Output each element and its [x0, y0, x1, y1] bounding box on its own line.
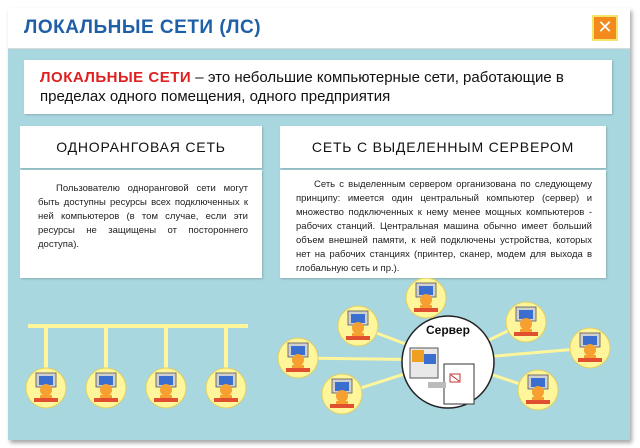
workstation-icon	[145, 367, 187, 409]
close-icon: ✕	[597, 17, 613, 38]
workstation-icon	[337, 305, 379, 347]
title-bar: ЛОКАЛЬНЫЕ СЕТИ (ЛС) ✕	[8, 8, 630, 49]
server-network-heading[interactable]: СЕТЬ С ВЫДЕЛЕННЫМ СЕРВЕРОМ	[280, 126, 606, 168]
server-network-description: Сеть с выделенным сервером организована …	[280, 170, 606, 278]
peer-to-peer-heading[interactable]: ОДНОРАНГОВАЯ СЕТЬ	[20, 126, 262, 168]
server-icon	[401, 315, 495, 409]
workstation-icon	[405, 278, 447, 319]
workstation-icon	[85, 367, 127, 409]
server-network-text: Сеть с выделенным сервером организована …	[296, 179, 592, 274]
close-button[interactable]: ✕	[592, 15, 618, 41]
workstation-icon	[321, 373, 363, 415]
peer-to-peer-description: Пользователю одноранговой сети могут быт…	[20, 170, 262, 278]
server-network-diagram: Сервер	[277, 278, 611, 415]
network-diagrams: Сервер	[25, 278, 611, 415]
page-title: ЛОКАЛЬНЫЕ СЕТИ (ЛС)	[24, 17, 262, 38]
definition-box: ЛОКАЛЬНЫЕ СЕТИ – это небольшие компьютер…	[24, 60, 612, 114]
slide: ЛОКАЛЬНЫЕ СЕТИ (ЛС) ✕ ЛОКАЛЬНЫЕ СЕТИ – э…	[8, 8, 630, 440]
workstation-icon	[205, 367, 247, 409]
workstation-icon	[277, 337, 319, 379]
peer-to-peer-text: Пользователю одноранговой сети могут быт…	[38, 183, 248, 250]
definition-body: – это небольшие компьютерные сети, работ…	[40, 69, 564, 105]
definition-text: ЛОКАЛЬНЫЕ СЕТИ – это небольшие компьютер…	[40, 68, 606, 106]
peer-to-peer-diagram	[25, 324, 248, 409]
workstation-icon	[569, 327, 611, 369]
definition-term: ЛОКАЛЬНЫЕ СЕТИ	[40, 69, 192, 86]
workstation-icon	[25, 367, 67, 409]
workstation-icon	[517, 369, 559, 411]
workstation-icon	[505, 301, 547, 343]
server-label: Сервер	[426, 323, 470, 337]
